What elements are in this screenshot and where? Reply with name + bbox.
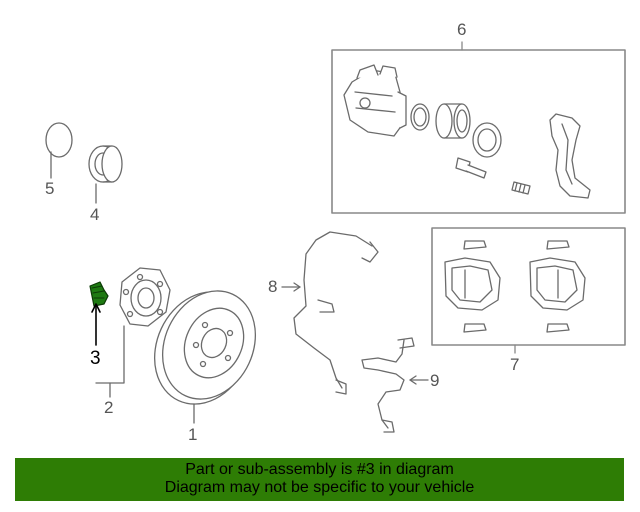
disc-rotor [153,290,257,405]
callout-7: 7 [510,355,520,374]
brake-pads [444,240,586,333]
callout-2: 2 [104,398,114,417]
callout-9: 9 [430,371,440,390]
callout-5: 5 [45,179,55,198]
footer-line-2: Diagram may not be specific to your vehi… [164,479,475,496]
dust-boot [472,122,502,158]
caliper-group-box [331,49,626,214]
guide-bolt [455,157,487,179]
bushing [511,181,531,195]
piston-seal [410,103,430,131]
caliper-body [343,64,407,137]
callout-8: 8 [268,277,278,296]
wheel-bearing [88,145,123,183]
abs-sensor-wire [293,231,379,395]
o-ring [45,122,73,158]
pads-group-box [431,227,626,346]
caliper-bracket [549,113,591,199]
footer-banner: Part or sub-assembly is #3 in diagram Di… [15,458,624,501]
callout-3: 3 [90,348,101,369]
piston [435,103,471,139]
sensor-harness [361,337,415,433]
hub-bolt-highlighted [89,281,109,307]
wheel-hub [119,267,171,327]
callout-1: 1 [188,425,198,444]
callout-4: 4 [90,205,100,224]
footer-line-1: Part or sub-assembly is #3 in diagram [185,461,454,478]
callout-6: 6 [457,20,467,39]
